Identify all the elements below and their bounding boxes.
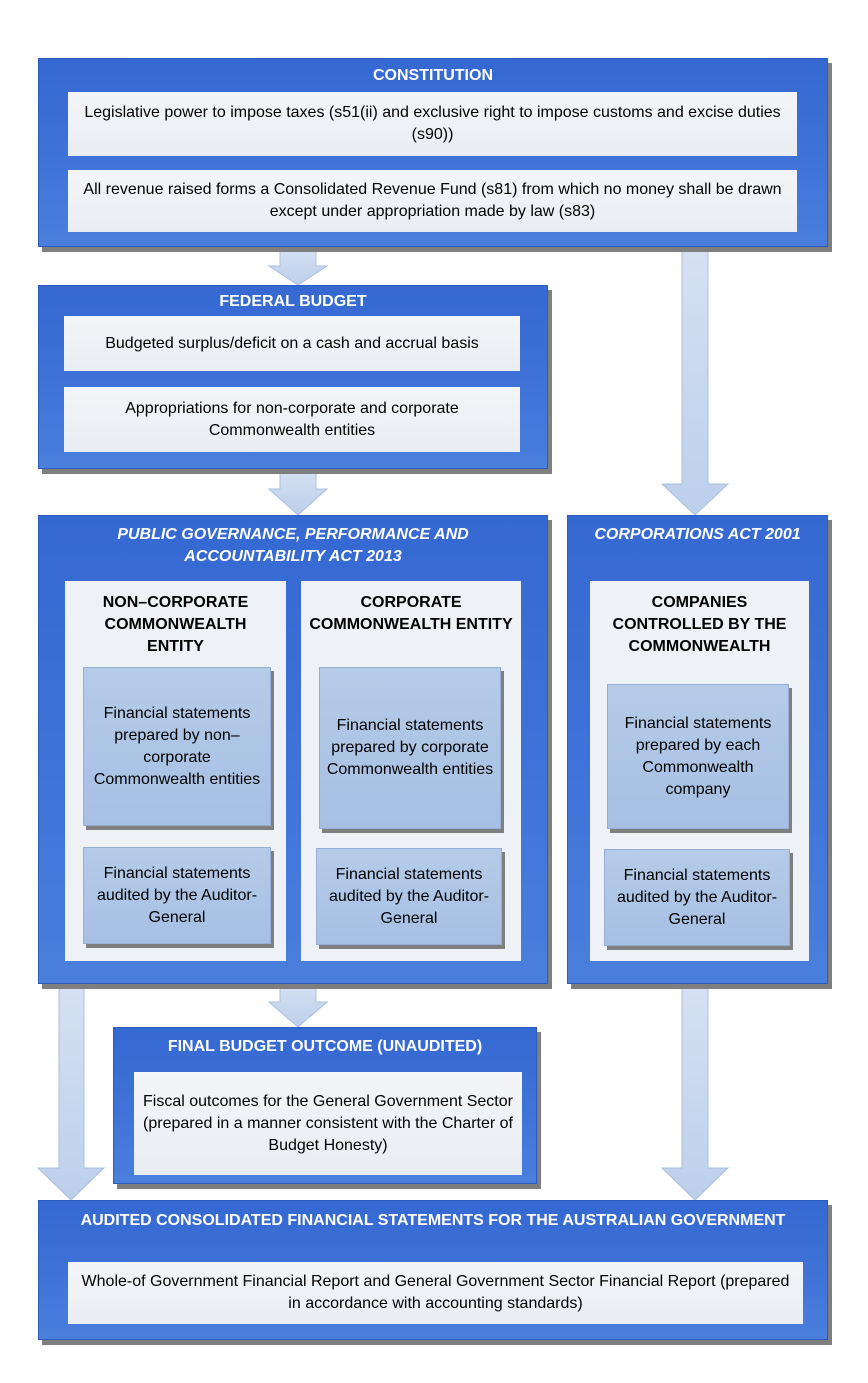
constitution-panel: CONSTITUTION Legislative power to impose… <box>38 58 828 247</box>
non-corporate-entity-title: NON–CORPORATE COMMONWEALTH ENTITY <box>102 594 249 655</box>
non-corporate-entity-panel: NON–CORPORATE COMMONWEALTH ENTITY Financ… <box>65 581 286 961</box>
pgpa-act-title: PUBLIC GOVERNANCE, PERFORMANCE AND ACCOU… <box>117 526 469 565</box>
corporate-entity-panel: CORPORATE COMMONWEALTH ENTITY Financial … <box>301 581 521 961</box>
constitution-taxes-box: Legislative power to impose taxes (s51(i… <box>68 92 797 156</box>
arrow-constitution-to-corporations <box>660 246 730 516</box>
commonwealth-companies-title: COMPANIES CONTROLLED BY THE COMMONWEALTH <box>612 594 787 655</box>
corporations-act-panel: CORPORATIONS ACT 2001 COMPANIES CONTROLL… <box>567 515 828 984</box>
final-budget-outcome-title: FINAL BUDGET OUTCOME (UNAUDITED) <box>167 1038 483 1055</box>
corporate-prepared-card: Financial statements prepared by corpora… <box>319 667 501 829</box>
non-corporate-audited-card: Financial statements audited by the Audi… <box>83 847 271 944</box>
audited-consolidated-title: AUDITED CONSOLIDATED FINANCIAL STATEMENT… <box>80 1212 786 1229</box>
commonwealth-company-audited-card: Financial statements audited by the Audi… <box>604 849 790 946</box>
commonwealth-companies-panel: COMPANIES CONTROLLED BY THE COMMONWEALTH… <box>590 581 809 961</box>
corporate-audited-card: Financial statements audited by the Audi… <box>316 848 502 945</box>
audited-consolidated-panel: AUDITED CONSOLIDATED FINANCIAL STATEMENT… <box>38 1200 828 1340</box>
constitution-title: CONSTITUTION <box>373 67 493 84</box>
corporate-entity-title: CORPORATE COMMONWEALTH ENTITY <box>309 594 513 633</box>
non-corporate-prepared-card: Financial statements prepared by non–cor… <box>83 667 271 826</box>
arrow-budget-to-pgpa <box>267 468 329 516</box>
budget-surplus-box: Budgeted surplus/deficit on a cash and a… <box>64 316 520 371</box>
commonwealth-company-prepared-card: Financial statements prepared by each Co… <box>607 684 789 829</box>
final-budget-outcome-panel: FINAL BUDGET OUTCOME (UNAUDITED) Fiscal … <box>113 1027 537 1184</box>
constitution-revenue-fund-box: All revenue raised forms a Consolidated … <box>68 170 797 232</box>
arrow-pgpa-to-audited <box>36 983 106 1201</box>
corporations-act-title: CORPORATIONS ACT 2001 <box>594 526 801 543</box>
arrow-pgpa-to-final <box>267 983 329 1028</box>
whole-of-government-report-box: Whole-of Government Financial Report and… <box>68 1262 803 1324</box>
fiscal-outcomes-box: Fiscal outcomes for the General Governme… <box>134 1072 522 1175</box>
federal-budget-title: FEDERAL BUDGET <box>219 293 367 310</box>
appropriations-box: Appropriations for non-corporate and cor… <box>64 387 520 452</box>
arrow-constitution-to-budget <box>267 246 329 286</box>
pgpa-act-panel: PUBLIC GOVERNANCE, PERFORMANCE AND ACCOU… <box>38 515 548 984</box>
federal-budget-panel: FEDERAL BUDGET Budgeted surplus/deficit … <box>38 285 548 469</box>
arrow-corporations-to-audited <box>660 983 730 1201</box>
